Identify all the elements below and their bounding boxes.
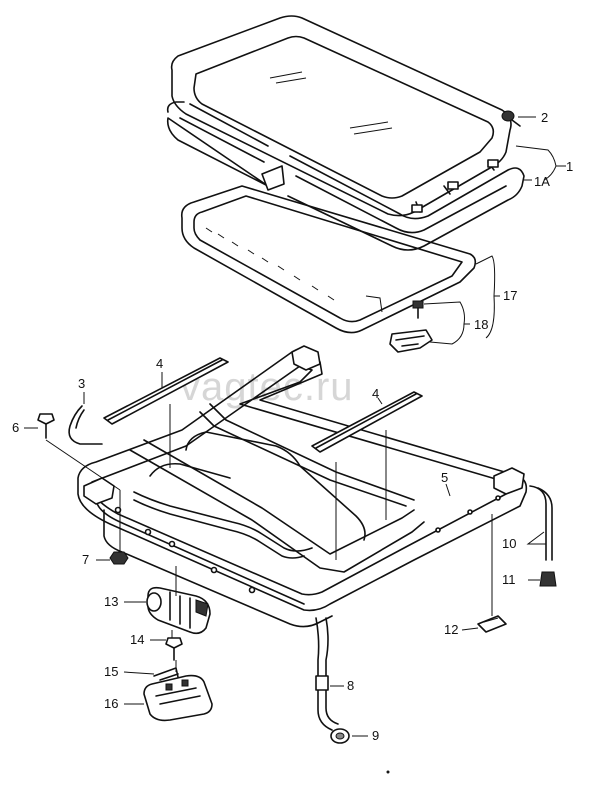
callout-12: 12 bbox=[444, 622, 458, 637]
callout-15: 15 bbox=[104, 664, 118, 679]
assembly-lines bbox=[45, 404, 493, 672]
callout-16: 16 bbox=[104, 696, 118, 711]
drain-hose-rear bbox=[315, 617, 339, 731]
leader-lines bbox=[24, 116, 566, 737]
bolt-left bbox=[37, 413, 55, 439]
callout-4-right: 4 bbox=[372, 386, 379, 401]
callout-11: 11 bbox=[502, 572, 516, 587]
grommet bbox=[539, 571, 557, 587]
callout-14: 14 bbox=[130, 632, 144, 647]
callout-labels: 1 1A 2 3 4 4 5 6 7 8 9 10 11 12 13 14 15… bbox=[12, 110, 573, 743]
callout-5: 5 bbox=[441, 470, 448, 485]
panel-screw bbox=[501, 110, 521, 127]
guide-rail-right bbox=[311, 391, 423, 453]
callout-10: 10 bbox=[502, 536, 516, 551]
callout-4-left: 4 bbox=[156, 356, 163, 371]
mechanism-frame bbox=[77, 345, 528, 628]
callout-2: 2 bbox=[541, 110, 548, 125]
mounting-plate bbox=[477, 615, 507, 633]
clip-screw bbox=[412, 300, 424, 319]
guide-clip bbox=[389, 329, 433, 353]
callout-9: 9 bbox=[372, 728, 379, 743]
drain-hose-right bbox=[529, 485, 553, 561]
hose-end-valve bbox=[330, 728, 350, 744]
stray-dot bbox=[386, 770, 390, 774]
callout-1a: 1A bbox=[534, 174, 550, 189]
nut bbox=[109, 551, 129, 565]
callout-7: 7 bbox=[82, 552, 89, 567]
sunroof-motor bbox=[146, 586, 211, 635]
drain-hose-left bbox=[68, 405, 103, 445]
switch-panel bbox=[143, 674, 213, 722]
callout-18: 18 bbox=[474, 317, 488, 332]
callout-3: 3 bbox=[78, 376, 85, 391]
motor-bolt bbox=[165, 637, 183, 661]
glass-panel bbox=[170, 15, 512, 217]
callout-13: 13 bbox=[104, 594, 118, 609]
glass-seal bbox=[166, 101, 525, 251]
callout-1: 1 bbox=[566, 159, 573, 174]
callout-17: 17 bbox=[503, 288, 517, 303]
callout-8: 8 bbox=[347, 678, 354, 693]
sunroof-frame bbox=[180, 185, 477, 334]
callout-6: 6 bbox=[12, 420, 19, 435]
guide-rail-left bbox=[103, 357, 229, 425]
